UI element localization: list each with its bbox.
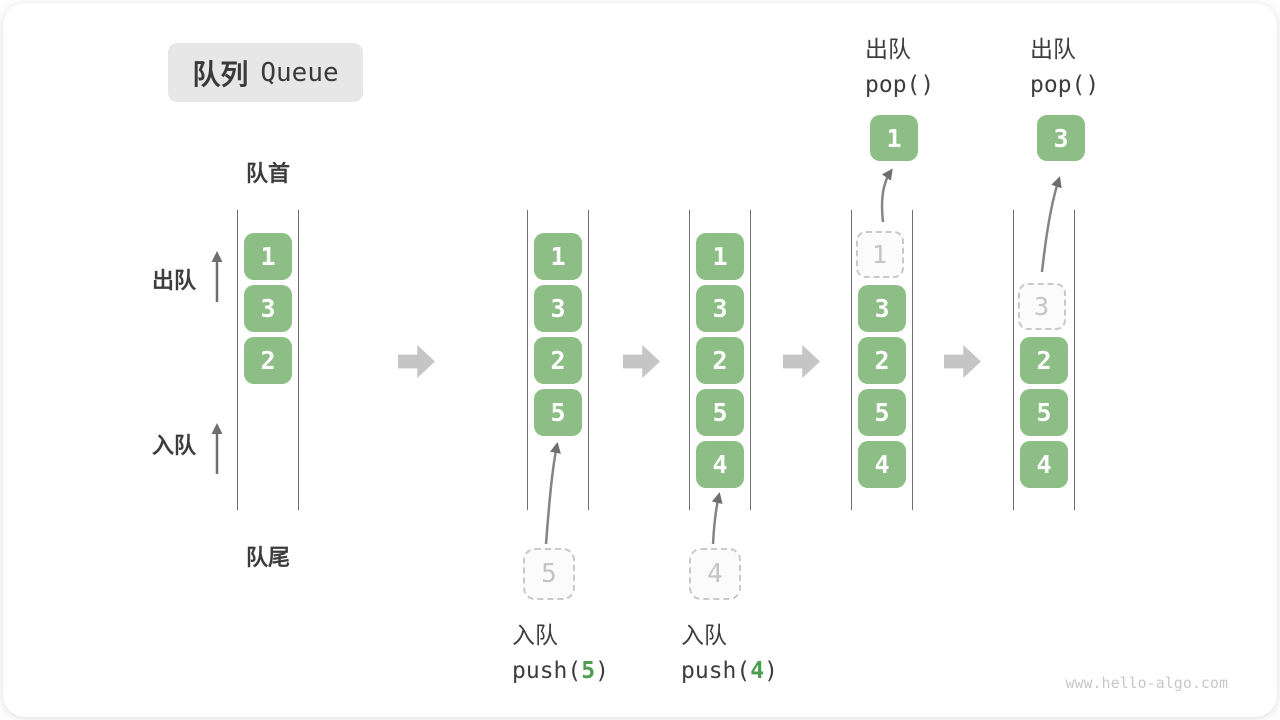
ghost-cell: 3 <box>1017 282 1066 330</box>
enqueue-caption-label: 入队 <box>512 622 558 648</box>
ghost-cell: 4 <box>689 548 741 600</box>
queue-cell: 4 <box>858 441 906 488</box>
queue-cell: 1 <box>244 233 292 280</box>
popped-cell: 1 <box>870 115 918 161</box>
title-zh: 队列 <box>192 58 249 90</box>
enqueue-caption-label: 入队 <box>681 622 727 648</box>
enqueue-side-label: 入队 <box>152 433 197 458</box>
queue-cell: 3 <box>696 285 744 332</box>
queue-cell: 1 <box>696 233 744 280</box>
queue-cell: 2 <box>244 337 292 384</box>
pop1-code: pop() <box>865 72 935 98</box>
queue-column-1: 1 3 2 <box>237 210 299 510</box>
queue-cell: 5 <box>696 389 744 436</box>
queue-cell: 5 <box>534 389 582 436</box>
queue-column-5: 3 2 5 4 <box>1013 210 1075 510</box>
queue-column-3: 1 3 2 5 4 <box>689 210 751 510</box>
queue-cell: 1 <box>534 233 582 280</box>
queue-column-2: 1 3 2 5 <box>527 210 589 510</box>
push5-caption: 入队 push(5) <box>512 616 609 684</box>
dequeue-caption-label: 出队 <box>1030 36 1076 62</box>
popped-cell: 3 <box>1037 115 1085 161</box>
dequeue-side-label: 出队 <box>152 268 197 293</box>
push5-code: push(5) <box>512 658 609 684</box>
title-en: Queue <box>260 57 339 88</box>
queue-cell: 3 <box>534 285 582 332</box>
push4-caption: 入队 push(4) <box>681 616 778 684</box>
queue-cell: 4 <box>696 441 744 488</box>
queue-cell: 2 <box>858 337 906 384</box>
title-badge: 队列 Queue <box>168 43 363 102</box>
queue-cell: 3 <box>858 285 906 332</box>
queue-column-4: 1 3 2 5 4 <box>851 210 913 510</box>
queue-cell: 4 <box>1020 441 1068 488</box>
queue-cell: 5 <box>858 389 906 436</box>
queue-cell: 5 <box>1020 389 1068 436</box>
queue-rear-label: 队尾 <box>245 545 290 570</box>
dequeue-caption-label: 出队 <box>865 36 911 62</box>
queue-cell: 3 <box>244 285 292 332</box>
queue-cell: 2 <box>696 337 744 384</box>
ghost-cell: 5 <box>523 548 575 600</box>
queue-cell: 2 <box>534 337 582 384</box>
pop3-code: pop() <box>1030 72 1100 98</box>
push5-arg: 5 <box>581 658 596 684</box>
queue-cell: 2 <box>1020 337 1068 384</box>
ghost-cell: 1 <box>855 230 904 278</box>
pop1-caption: 出队 pop() <box>865 30 934 98</box>
push4-code: push(4) <box>681 658 778 684</box>
pop3-caption: 出队 pop() <box>1030 30 1099 98</box>
push4-arg: 4 <box>750 658 765 684</box>
watermark: www.hello-algo.com <box>1065 674 1228 692</box>
queue-front-label: 队首 <box>245 161 290 186</box>
